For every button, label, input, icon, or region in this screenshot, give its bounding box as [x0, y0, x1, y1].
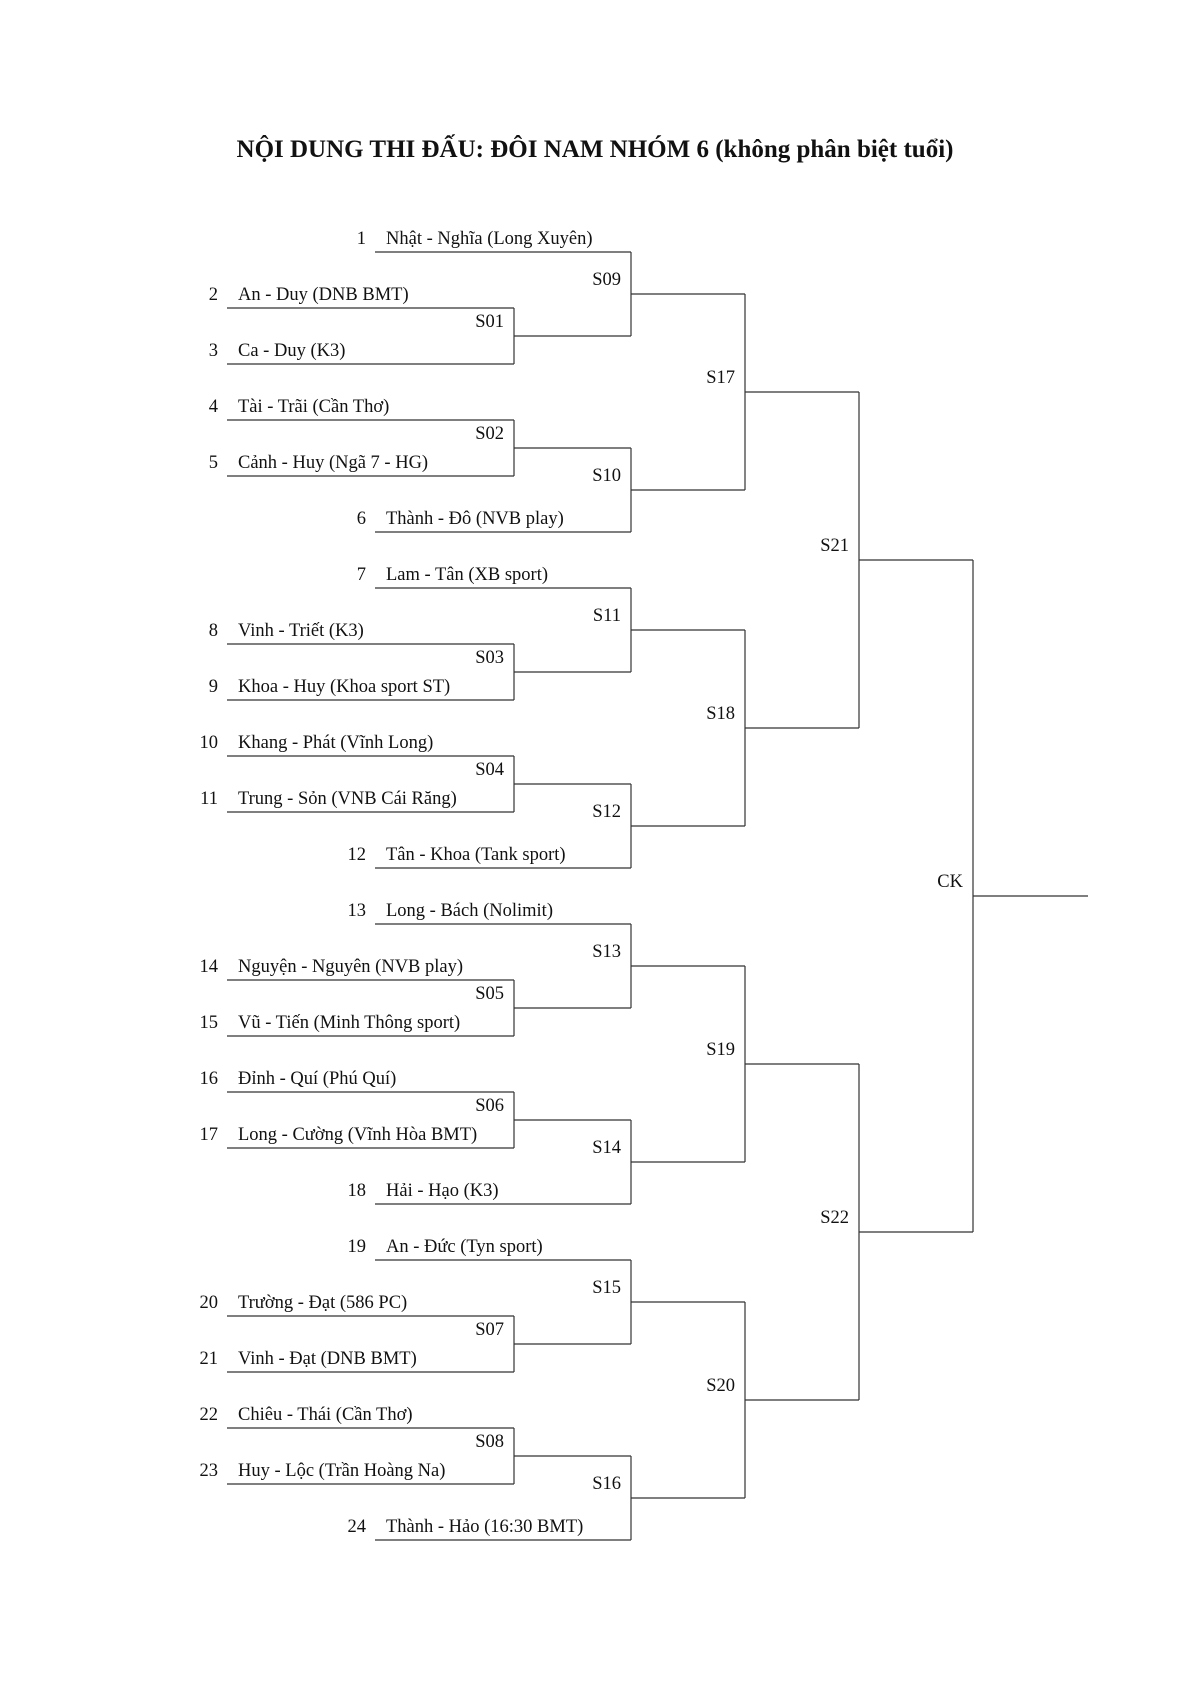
team-name: Hải - Hạo (K3) [386, 1181, 499, 1201]
team-name: Tân - Khoa (Tank sport) [386, 845, 566, 865]
match-label: S14 [592, 1138, 621, 1158]
seed-number: 2 [209, 285, 218, 305]
match-label: S04 [475, 760, 504, 780]
team-name: Khang - Phát (Vĩnh Long) [238, 733, 433, 753]
seed-number: 23 [200, 1461, 219, 1481]
match-label: S18 [706, 704, 735, 724]
team-name: Vũ - Tiến (Minh Thông sport) [238, 1013, 460, 1033]
team-name: Vinh - Triết (K3) [238, 621, 364, 641]
seed-number: 9 [209, 677, 218, 697]
page-title: NỘI DUNG THI ĐẤU: ĐÔI NAM NHÓM 6 (không … [236, 136, 954, 163]
team-name: Long - Cường (Vĩnh Hòa BMT) [238, 1125, 477, 1145]
seed-number: 10 [200, 733, 219, 753]
seed-number: 13 [348, 901, 367, 921]
final-label: CK [937, 872, 963, 892]
team-name: Chiêu - Thái (Cần Thơ) [238, 1405, 413, 1425]
seed-number: 18 [348, 1181, 367, 1201]
seed-number: 6 [357, 509, 366, 529]
seed-number: 12 [348, 845, 367, 865]
team-name: Huy - Lộc (Trần Hoàng Na) [238, 1461, 445, 1481]
match-label: S01 [475, 312, 504, 332]
seed-number: 15 [200, 1013, 219, 1033]
seed-number: 4 [209, 397, 218, 417]
team-name: An - Duy (DNB BMT) [238, 285, 409, 305]
team-name: Nhật - Nghĩa (Long Xuyên) [386, 229, 593, 249]
match-label: S07 [475, 1320, 504, 1340]
seed-number: 17 [200, 1125, 219, 1145]
seed-number: 24 [348, 1517, 367, 1537]
match-label: S05 [475, 984, 504, 1004]
match-label: S20 [706, 1376, 735, 1396]
match-label: S21 [820, 536, 849, 556]
match-label: S10 [592, 466, 621, 486]
match-label: S12 [592, 802, 621, 822]
match-label: S16 [592, 1474, 621, 1494]
team-name: Khoa - Huy (Khoa sport ST) [238, 677, 450, 697]
seed-number: 21 [200, 1349, 219, 1369]
team-name: Đỉnh - Quí (Phú Quí) [238, 1069, 396, 1089]
team-name: Trung - Sỏn (VNB Cái Răng) [238, 789, 457, 809]
match-label: S15 [592, 1278, 621, 1298]
match-label: S08 [475, 1432, 504, 1452]
seed-number: 20 [200, 1293, 219, 1313]
seed-number: 11 [200, 789, 218, 809]
team-name: Cảnh - Huy (Ngã 7 - HG) [238, 453, 428, 473]
seed-number: 22 [200, 1405, 219, 1425]
team-name: Nguyện - Nguyên (NVB play) [238, 957, 463, 977]
seed-number: 3 [209, 341, 218, 361]
seed-number: 1 [357, 229, 366, 249]
team-name: Trường - Đạt (586 PC) [238, 1293, 407, 1313]
match-label: S22 [820, 1208, 849, 1228]
seed-number: 16 [200, 1069, 219, 1089]
seed-number: 7 [357, 565, 366, 585]
match-label: S19 [706, 1040, 735, 1060]
team-name: Thành - Đô (NVB play) [386, 509, 564, 529]
team-name: Lam - Tân (XB sport) [386, 565, 548, 585]
match-label: S02 [475, 424, 504, 444]
match-label: S03 [475, 648, 504, 668]
match-label: S06 [475, 1096, 504, 1116]
team-name: An - Đức (Tyn sport) [386, 1237, 543, 1257]
team-name: Thành - Hảo (16:30 BMT) [386, 1517, 583, 1537]
seed-number: 14 [200, 957, 219, 977]
team-name: Tài - Trãi (Cần Thơ) [238, 397, 389, 417]
seed-number: 8 [209, 621, 218, 641]
team-name: Vinh - Đạt (DNB BMT) [238, 1349, 417, 1369]
match-label: S17 [706, 368, 735, 388]
team-name: Long - Bách (Nolimit) [386, 901, 553, 921]
match-label: S13 [592, 942, 621, 962]
match-label: S11 [593, 606, 621, 626]
seed-number: 5 [209, 453, 218, 473]
match-label: S09 [592, 270, 621, 290]
team-name: Ca - Duy (K3) [238, 341, 345, 361]
seed-number: 19 [348, 1237, 367, 1257]
